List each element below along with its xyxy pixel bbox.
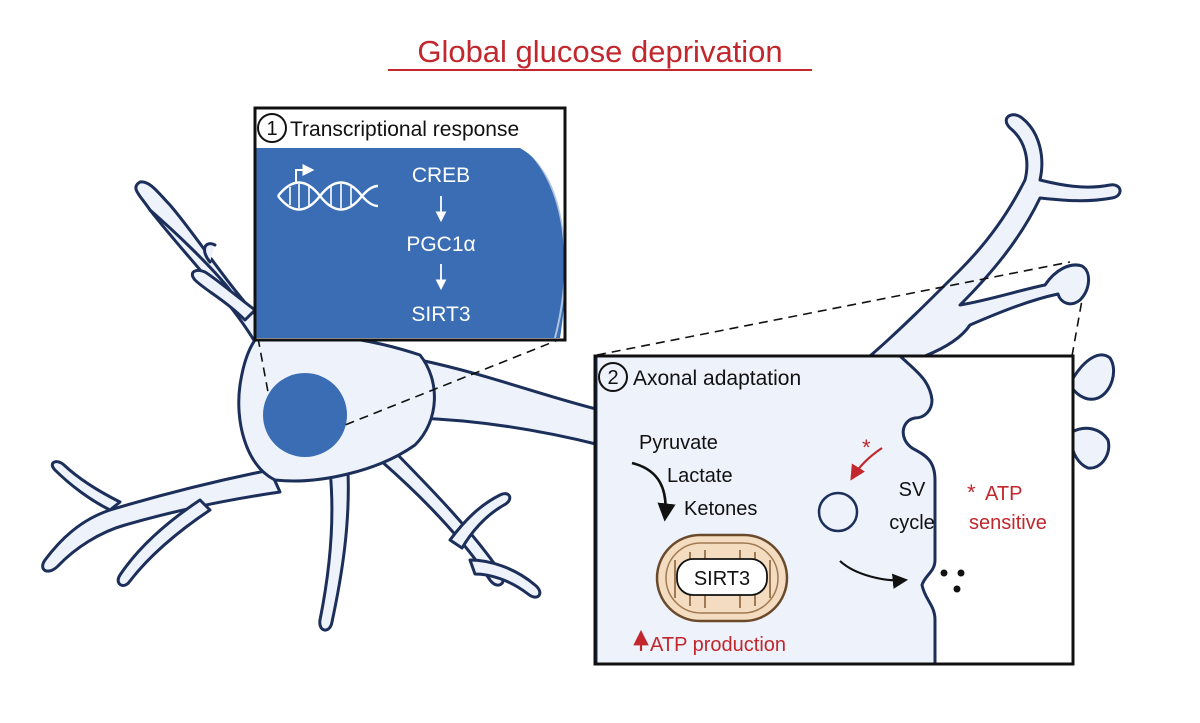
sv-cycle-label-2: cycle <box>889 512 935 534</box>
synaptic-vesicle <box>817 491 859 533</box>
dendrite-top-branch <box>190 268 257 322</box>
dendrite-bottom-right <box>378 450 505 587</box>
panel-transcriptional-response: 1 Transcriptional response CREB PGC1α SI… <box>253 106 567 342</box>
released-neurotransmitter <box>940 569 965 593</box>
axon-terminal-arbor <box>868 113 1122 358</box>
panel2-number: 2 <box>607 367 618 389</box>
nucleus <box>263 373 347 457</box>
fuel-arrow <box>631 461 676 522</box>
fuel-lactate: Lactate <box>667 465 733 487</box>
sv-endocytosis-asterisk: * <box>862 435 871 460</box>
atp-sensitive-label-1: ATP <box>985 483 1022 505</box>
pathway-step-3: SIRT3 <box>411 303 470 326</box>
pathway-step-1: CREB <box>412 164 470 187</box>
dendrite-lower-left-2 <box>50 460 122 512</box>
mitochondrion: SIRT3 <box>655 533 789 623</box>
dendrite-bottom <box>318 468 350 632</box>
nucleus-zoom <box>256 148 564 338</box>
dendrite-bottom-right-branch <box>448 492 512 550</box>
sv-endocytosis-arrow <box>850 447 883 481</box>
sv-exocytosis-arrow <box>839 560 909 589</box>
atp-sensitive-asterisk: * <box>967 480 976 505</box>
panel2-title: Axonal adaptation <box>633 367 801 390</box>
panel2-number-circle <box>598 362 628 392</box>
sv-cycle-label-1: SV <box>899 479 926 501</box>
dna-transcription-icon <box>277 164 379 211</box>
zoom-lines <box>257 261 1083 426</box>
atp-sensitive-label-2: sensitive <box>969 512 1047 534</box>
axon-shaft <box>413 358 602 447</box>
dendrite-bottom-right-branch-2 <box>468 558 542 599</box>
panel1-number-circle <box>257 113 287 143</box>
pathway-step-2: PGC1α <box>406 233 475 256</box>
atp-production-label: ATP production <box>650 634 786 656</box>
panel1-title: Transcriptional response <box>290 118 519 141</box>
dendrite-lower-left-3 <box>116 498 212 587</box>
diagram-title: Global glucose deprivation <box>417 34 782 69</box>
panel1-number: 1 <box>266 118 277 140</box>
fuel-ketones: Ketones <box>684 498 757 520</box>
dendrite-upper-left-branch <box>148 208 232 292</box>
dendrite-lower-left <box>41 468 282 573</box>
axon-bouton-right-2 <box>1070 426 1111 470</box>
axon-terminal-zoom <box>596 356 937 664</box>
mito-label: SIRT3 <box>694 568 750 590</box>
axon-bouton-right-1 <box>1070 353 1115 401</box>
fuel-pyruvate: Pyruvate <box>639 432 718 454</box>
panel-axonal-adaptation: 2 Axonal adaptation Pyruvate Lactate Ket… <box>593 354 1075 666</box>
